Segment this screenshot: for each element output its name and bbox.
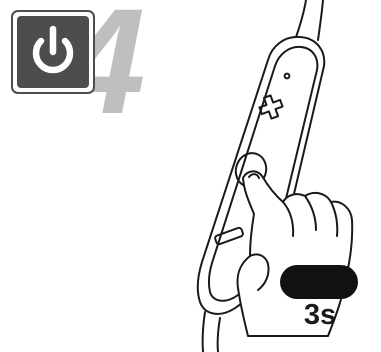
hold-duration-label: 3s xyxy=(280,299,360,331)
cable-top xyxy=(295,0,323,40)
hold-bar xyxy=(280,265,358,299)
cable-bottom xyxy=(203,312,220,352)
